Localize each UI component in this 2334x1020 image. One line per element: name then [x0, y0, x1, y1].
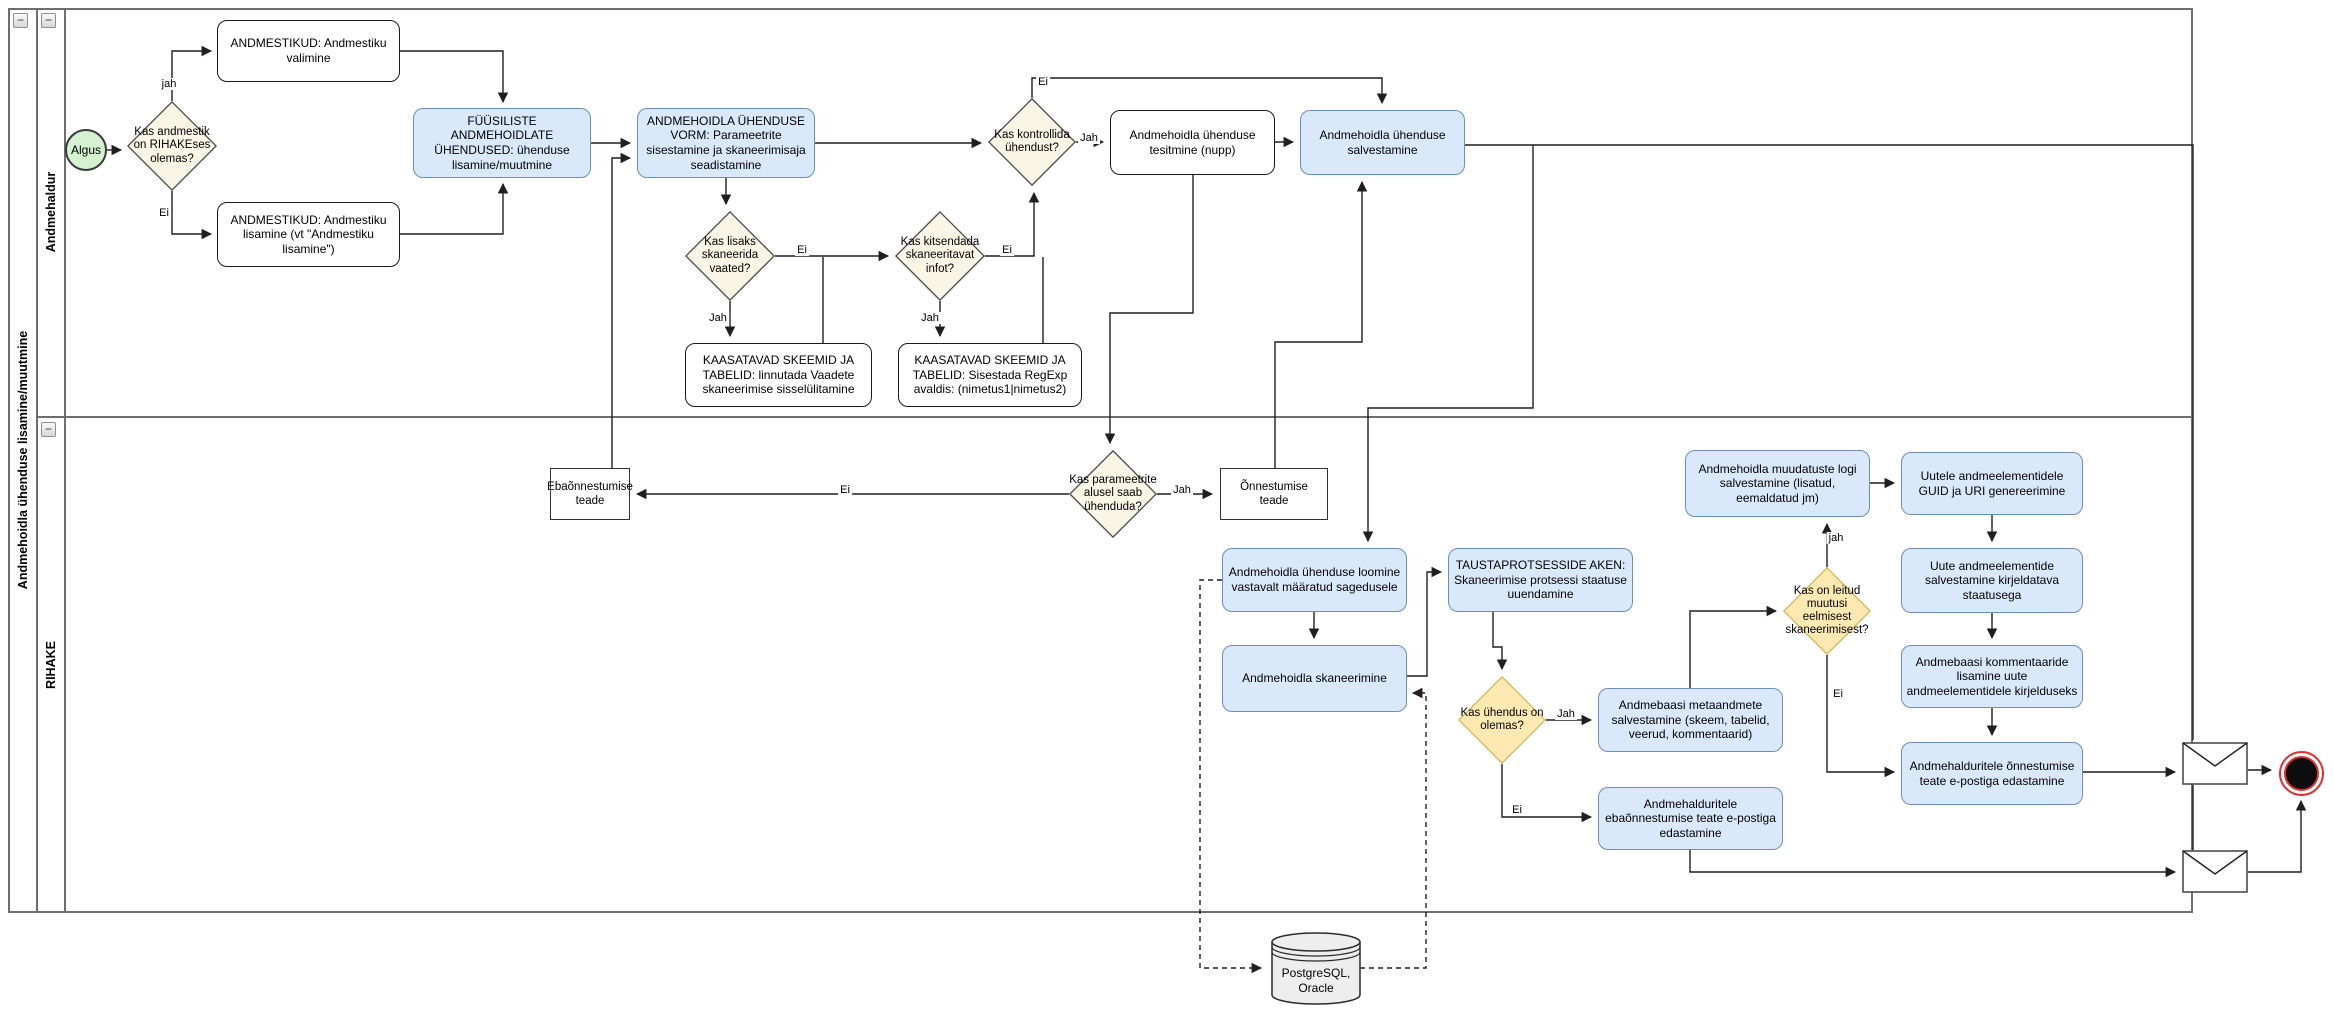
task-ebaonnestumise-epost[interactable]: Andmehalduritele ebaõnnestumise teate e-…: [1598, 787, 1783, 850]
edge-label-ei: Ei: [1000, 244, 1014, 256]
diamond-shape: [127, 101, 217, 191]
edge-label-ei: Ei: [1831, 688, 1845, 700]
pool-border-left: [8, 8, 10, 913]
edge-label-ei: Ei: [1510, 804, 1524, 816]
decision-leitud-muutusi[interactable]: Kas on leitud muutusi eelmisest skaneeri…: [1783, 567, 1871, 655]
pool-border-right: [2191, 8, 2193, 913]
task-onnestumise-epost[interactable]: Andmehalduritele õnnestumise teate e-pos…: [1901, 742, 2083, 805]
edge-label-ei: Ei: [1036, 76, 1050, 88]
edge-label-jah: jah: [159, 78, 179, 90]
pool-border-bottom: [8, 911, 2193, 913]
decision-kitsendada-infot[interactable]: Kas kitsendada skaneeritavat infot?: [895, 211, 985, 301]
task-uhenduse-vorm[interactable]: ANDMEHOIDLA ÜHENDUSE VORM: Parameetrite …: [637, 108, 815, 178]
decision-label: Kas andmestik on RIHAKEses olemas?: [133, 126, 211, 165]
decision-label: Kas lisaks skaneerida vaated?: [701, 236, 759, 275]
decision-label: Kas parameetrite alusel saab ühenduda?: [1069, 474, 1157, 513]
end-event[interactable]: [2278, 750, 2325, 802]
decision-kontrollida-uhendust[interactable]: Kas kontrollida ühendust?: [988, 98, 1076, 186]
decision-skaneerida-vaated[interactable]: Kas lisaks skaneerida vaated?: [685, 211, 775, 301]
task-taustaprotsesside-aken[interactable]: TAUSTAPROTSESSIDE AKEN: Skaneerimise pro…: [1448, 548, 1633, 612]
diamond-shape: [988, 98, 1076, 186]
decision-andmestik-olemas[interactable]: Kas andmestik on RIHAKEses olemas?: [127, 101, 217, 191]
datastore-label: PostgreSQL, Oracle: [1281, 966, 1351, 995]
message-ebaonnestumise-teade[interactable]: Ebaõnnestumise teade: [547, 468, 633, 520]
lane-divider: [36, 416, 2193, 418]
task-muudatuste-logi[interactable]: Andmehoidla muudatuste logi salvestamine…: [1685, 450, 1870, 517]
edge-label-jah: Jah: [919, 312, 941, 324]
edge-label-ei: Ei: [838, 484, 852, 496]
diamond-shape: [1458, 676, 1546, 764]
message-envelope-success[interactable]: [2182, 742, 2248, 790]
diamond-shape: [685, 211, 775, 301]
pool-title-divider: [36, 8, 38, 913]
database-icon: [1271, 932, 1361, 1005]
task-uhenduse-loomine[interactable]: Andmehoidla ühenduse loomine vastavalt m…: [1222, 548, 1407, 612]
decision-parameetrite-alusel[interactable]: Kas parameetrite alusel saab ühenduda?: [1069, 450, 1157, 538]
lane-title-divider: [64, 8, 66, 913]
datastore-postgresql-oracle[interactable]: PostgreSQL, Oracle: [1270, 931, 1362, 1012]
task-andmestiku-lisamine[interactable]: ANDMESTIKUD: Andmestiku lisamine (vt "An…: [217, 202, 400, 267]
end-event-icon: [2279, 751, 2324, 796]
diamond-shape: [895, 211, 985, 301]
edge-label-ei: Ei: [157, 207, 171, 219]
diamond-shape: [1069, 450, 1157, 538]
message-onnestumise-teade[interactable]: Õnnestumise teade: [1220, 468, 1328, 520]
lane1-collapse-button[interactable]: −: [41, 13, 56, 28]
edge-label-jah: Jah: [1078, 132, 1100, 144]
task-fyysiliste-uhendused[interactable]: FÜÜSILISTE ANDMEHOIDLATE ÜHENDUSED: ühen…: [413, 108, 591, 178]
edge-label-jah: Jah: [1171, 484, 1193, 496]
edge-label-jah: Jah: [1555, 708, 1577, 720]
start-event-algus[interactable]: Algus: [65, 129, 107, 171]
decision-label: Kas on leitud muutusi eelmisest skaneeri…: [1785, 584, 1869, 637]
task-andmestiku-valimine[interactable]: ANDMESTIKUD: Andmestiku valimine: [217, 20, 400, 82]
edge-label-ei: Ei: [795, 244, 809, 256]
task-guid-uri-genereerimine[interactable]: Uutele andmeelementidele GUID ja URI gen…: [1901, 452, 2083, 515]
task-andmehoidla-skaneerimine[interactable]: Andmehoidla skaneerimine: [1222, 645, 1407, 712]
decision-uhendus-olemas[interactable]: Kas ühendus on olemas?: [1458, 676, 1546, 764]
decision-label: Kas kitsendada skaneeritavat infot?: [900, 236, 980, 275]
envelope-icon: [2182, 742, 2248, 785]
envelope-icon: [2182, 850, 2248, 893]
task-uute-andmeelementide-salvestamine[interactable]: Uute andmeelementide salvestamine kirjel…: [1901, 548, 2083, 613]
task-regexp-avaldis[interactable]: KAASATAVAD SKEEMID JA TABELID: Sisestada…: [898, 343, 1082, 407]
lane2-collapse-button[interactable]: −: [41, 422, 56, 437]
decision-label: Kas ühendus on olemas?: [1460, 706, 1544, 732]
message-envelope-failure[interactable]: [2182, 850, 2248, 898]
edges: [107, 45, 2307, 974]
decision-label: Kas kontrollida ühendust?: [994, 128, 1070, 154]
diamond-shape: [1783, 567, 1871, 655]
pool-collapse-button[interactable]: −: [13, 13, 28, 28]
edge-label-jah: Jah: [707, 312, 729, 324]
edge-label-jah: jah: [1826, 532, 1846, 544]
task-linnutada-vaated[interactable]: KAASATAVAD SKEEMID JA TABELID: linnutada…: [685, 343, 872, 407]
task-kommentaaride-lisamine[interactable]: Andmebaasi kommentaaride lisamine uute a…: [1901, 645, 2083, 708]
pool-border-top: [8, 8, 2193, 10]
task-uhenduse-testimine[interactable]: Andmehoidla ühenduse tesitmine (nupp): [1110, 110, 1275, 175]
task-uhenduse-salvestamine[interactable]: Andmehoidla ühenduse salvestamine: [1300, 110, 1465, 175]
task-metaandmete-salvestamine[interactable]: Andmebaasi metaandmete salvestamine (ske…: [1598, 688, 1783, 752]
